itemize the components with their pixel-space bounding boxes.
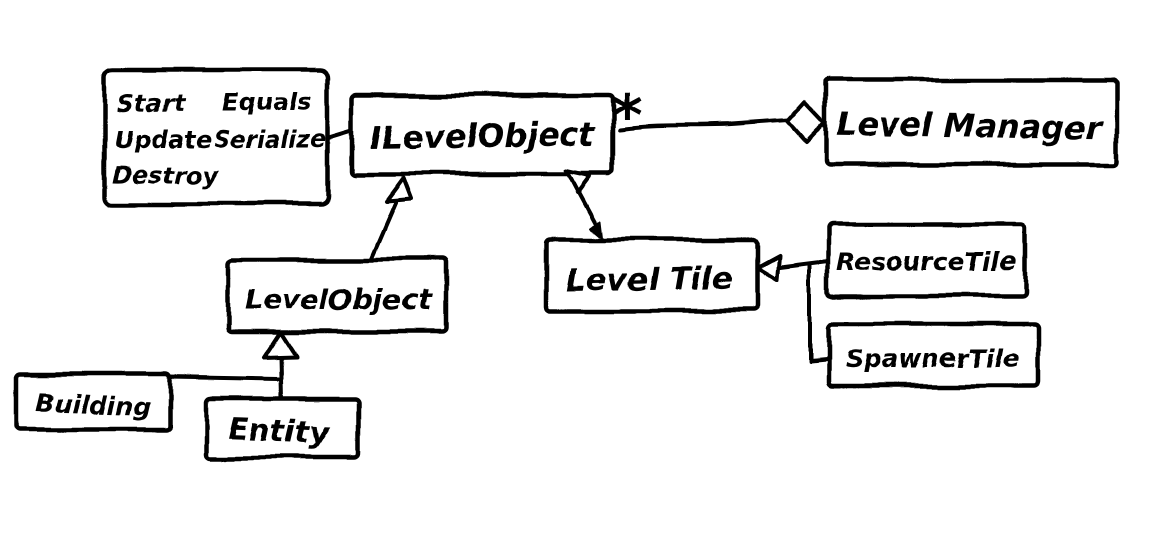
ink-layer (13, 67, 1120, 461)
spawnertile-label: SpawnerTile (846, 344, 1020, 373)
method-label-start: Start (117, 89, 187, 118)
entity-box (203, 395, 361, 461)
edge-levelobject-ilevelobject (369, 201, 398, 263)
solid-arrowhead-leveltile-icon (589, 220, 603, 239)
resourcetile-label: ResourceTile (836, 247, 1016, 276)
ilevelobject-label: ILevelObject (369, 115, 596, 157)
leveltile-box (543, 237, 760, 314)
levelmanager-label: Level Manager (836, 105, 1104, 148)
method-label-destroy: Destroy (112, 161, 220, 191)
levelobject-label: LevelObject (245, 283, 433, 316)
building-box (13, 371, 173, 433)
generalization-arrowhead-building-entity-icon (261, 330, 298, 360)
generalization-arrowhead-levelobject-icon (385, 176, 414, 203)
generalization-arrowhead-tiles-icon (755, 253, 781, 281)
edge-building-levelobject (166, 375, 281, 381)
edge-entity-levelobject (279, 356, 284, 400)
edge-spawnertile-leveltile (808, 261, 833, 362)
method-label-serialize: Serialize (214, 127, 326, 153)
building-label: Building (35, 389, 152, 422)
levelmanager-box (823, 77, 1120, 168)
spawnertile-box (825, 321, 1042, 389)
edge-methods-ilevelobject (327, 129, 354, 140)
method-label-equals: Equals (222, 88, 311, 116)
ilevelobject-box (349, 92, 616, 177)
leveltile-label: Level Tile (566, 261, 733, 300)
entity-label: Entity (228, 412, 331, 451)
multiplicity-star: * (611, 81, 642, 151)
label-layer: Start Update Destroy Equals Serialize IL… (35, 81, 1104, 451)
levelobject-box (225, 257, 450, 335)
generalization-arrowhead-leveltile-icon (565, 169, 592, 194)
aggregation-diamond-icon (786, 100, 827, 144)
method-label-update: Update (114, 126, 212, 154)
edge-ilevelobject-levelmanager (618, 119, 791, 131)
edge-resourcetile-leveltile (778, 258, 830, 268)
resourcetile-box (825, 221, 1028, 299)
